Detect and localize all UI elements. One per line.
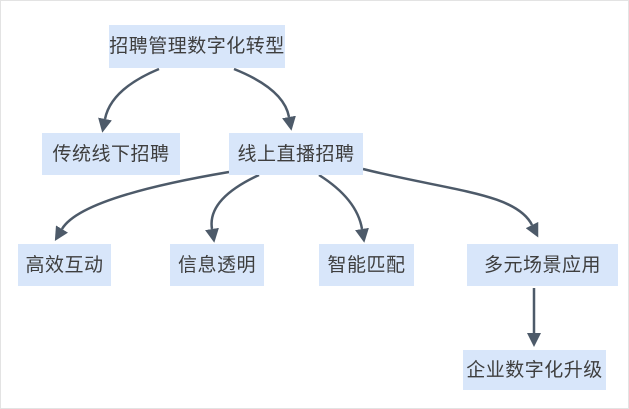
edge-live-to-matching [318, 173, 369, 243]
edge-live-to-scenarios [362, 167, 539, 238]
node-intelligent-matching[interactable]: 智能匹配 [319, 244, 414, 286]
node-multi-scenario-application[interactable]: 多元场景应用 [467, 244, 618, 286]
edge-root-to-offline [98, 67, 160, 133]
node-enterprise-digital-upgrade[interactable]: 企业数字化升级 [463, 350, 606, 390]
node-online-live-recruitment[interactable]: 线上直播招聘 [229, 133, 363, 175]
edge-root-to-live [233, 67, 296, 131]
edge-live-to-transparency [205, 173, 260, 243]
node-recruitment-digital-transformation[interactable]: 招聘管理数字化转型 [109, 25, 285, 68]
node-information-transparency[interactable]: 信息透明 [170, 244, 264, 286]
node-traditional-offline-recruitment[interactable]: 传统线下招聘 [42, 133, 180, 175]
node-efficient-interaction[interactable]: 高效互动 [18, 244, 111, 286]
edge-live-to-interaction [54, 170, 230, 242]
